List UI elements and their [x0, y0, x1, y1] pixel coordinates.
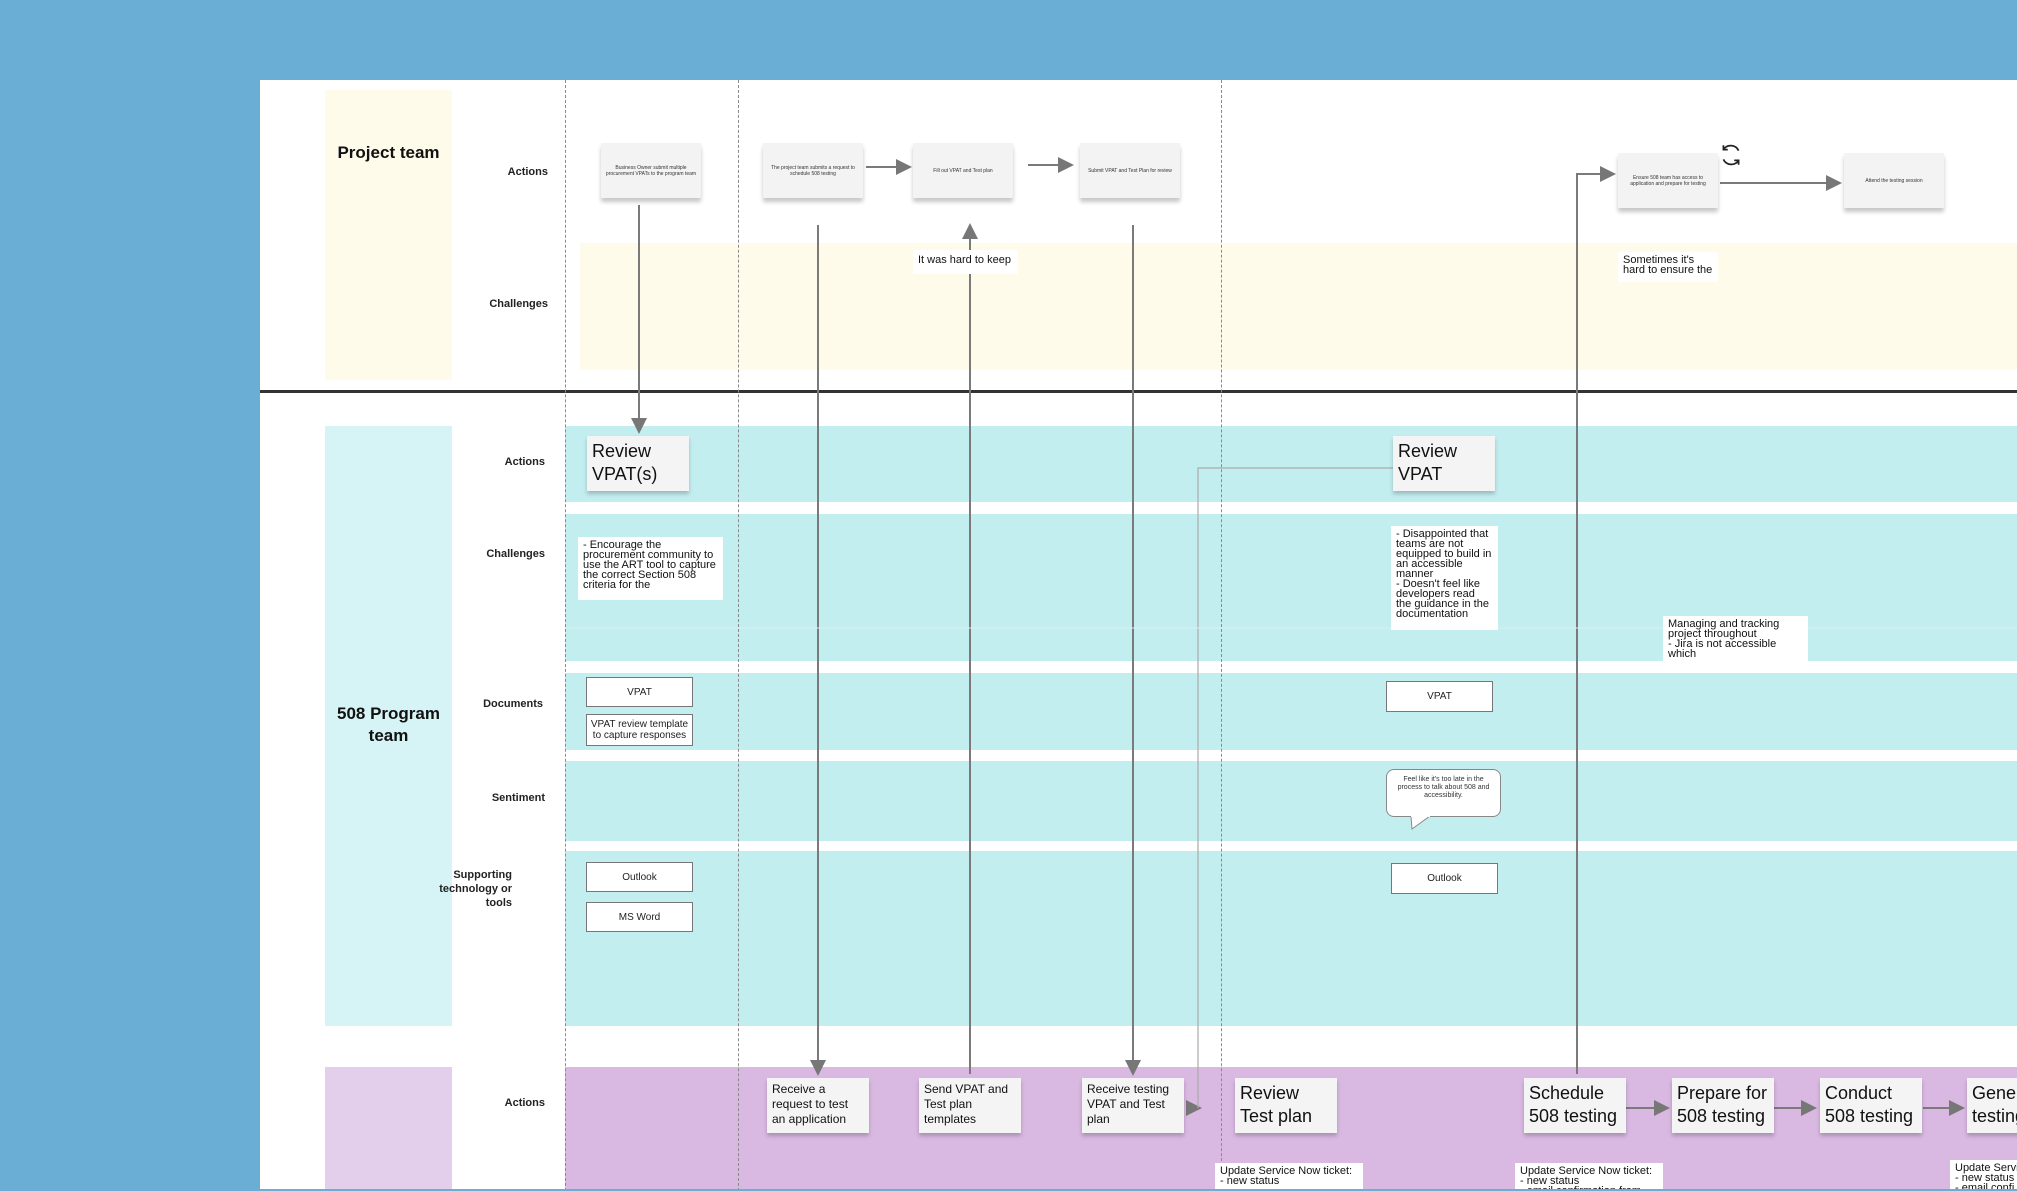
tool-box[interactable]: Outlook [1391, 863, 1498, 894]
third-lane-note[interactable]: Update Servic - new status - email confi [1950, 1160, 2017, 1191]
document-box[interactable]: VPAT review template to capture response… [586, 714, 693, 746]
third-action-note[interactable]: Genera testing [1967, 1078, 2017, 1133]
project-action-note[interactable]: Fill out VPAT and Test plan [913, 143, 1013, 198]
program-action-note[interactable]: Review VPAT [1393, 436, 1495, 491]
project-challenge-note[interactable]: It was hard to keep [913, 250, 1018, 274]
project-action-note[interactable]: Business Owner submit multiple procureme… [601, 143, 701, 198]
program-sentiment-label: Sentiment [491, 792, 545, 804]
third-action-note[interactable]: Review Test plan [1235, 1078, 1337, 1133]
project-challenges-label: Challenges [489, 298, 548, 310]
program-challenge-note[interactable]: - Encourage the procurement community to… [578, 537, 723, 600]
third-lane-note[interactable]: Update Service Now ticket: - new status … [1515, 1163, 1663, 1191]
journey-map-board: Project team Actions Challenges 508 Prog… [260, 80, 2017, 1191]
third-action-note[interactable]: Send VPAT and Test plan templates [919, 1078, 1021, 1133]
third-action-note[interactable]: Conduct 508 testing [1820, 1078, 1922, 1133]
phase-divider-3 [1221, 80, 1222, 1191]
project-actions-label: Actions [507, 166, 548, 178]
project-action-note[interactable]: Attend the testing session [1844, 153, 1944, 208]
program-challenges-label: Challenges [486, 548, 545, 560]
lane-divider [260, 390, 2017, 393]
canvas-bottom-edge [0, 1189, 2017, 1191]
third-action-note[interactable]: Prepare for 508 testing [1672, 1078, 1774, 1133]
program-documents-label: Documents [483, 698, 543, 710]
project-team-title: Project team [337, 143, 440, 162]
third-lane-title-band [325, 1067, 452, 1191]
program-team-title-band [325, 426, 452, 1026]
program-challenge-note[interactable]: Managing and tracking project throughout… [1663, 616, 1808, 662]
project-team-title-band [325, 90, 452, 380]
third-actions-label: Actions [504, 1097, 545, 1109]
program-documents-band [565, 673, 2017, 750]
third-action-note[interactable]: Receive a request to test an application [767, 1078, 869, 1133]
project-action-note[interactable]: The project team submits a request to sc… [763, 143, 863, 198]
project-challenge-note[interactable]: Sometimes it's hard to ensure the [1618, 252, 1718, 282]
project-action-note[interactable]: Ensure 508 team has access to applicatio… [1618, 153, 1718, 208]
program-actions-band [565, 426, 2017, 502]
program-actions-label: Actions [504, 456, 545, 468]
arrow-schedule-to-ensure [1576, 166, 1616, 1074]
document-box[interactable]: VPAT [1386, 681, 1493, 712]
project-challenges-band [580, 243, 2017, 370]
program-action-note[interactable]: Review VPAT(s) [587, 436, 689, 491]
connector-arrows [565, 157, 2017, 1116]
phase-divider-1 [565, 80, 566, 1191]
program-challenge-note[interactable]: - Disappointed that teams are not equipp… [1391, 526, 1498, 630]
tool-box[interactable]: MS Word [586, 902, 693, 932]
phase-divider-2 [738, 80, 739, 1191]
sentiment-bubble[interactable]: Feel like it's too late in the process t… [1386, 769, 1501, 817]
third-lane-note[interactable]: Update Service Now ticket: - new status [1215, 1163, 1363, 1191]
document-box[interactable]: VPAT [586, 677, 693, 707]
third-action-note[interactable]: Schedule 508 testing [1524, 1078, 1626, 1133]
program-tools-band [565, 851, 2017, 1026]
program-sentiment-band [565, 761, 2017, 841]
third-action-note[interactable]: Receive testing VPAT and Test plan [1082, 1078, 1184, 1133]
program-team-title: 508 Program team [337, 704, 440, 745]
program-tools-label: Supporting technology or tools [439, 869, 512, 909]
project-action-note[interactable]: Submit VPAT and Test Plan for review [1080, 143, 1180, 198]
refresh-icon [1722, 144, 1740, 166]
tool-box[interactable]: Outlook [586, 862, 693, 892]
arrow-review-vpat-to-review-test [1197, 467, 1393, 1108]
speech-bubble-tail [1410, 816, 1431, 830]
